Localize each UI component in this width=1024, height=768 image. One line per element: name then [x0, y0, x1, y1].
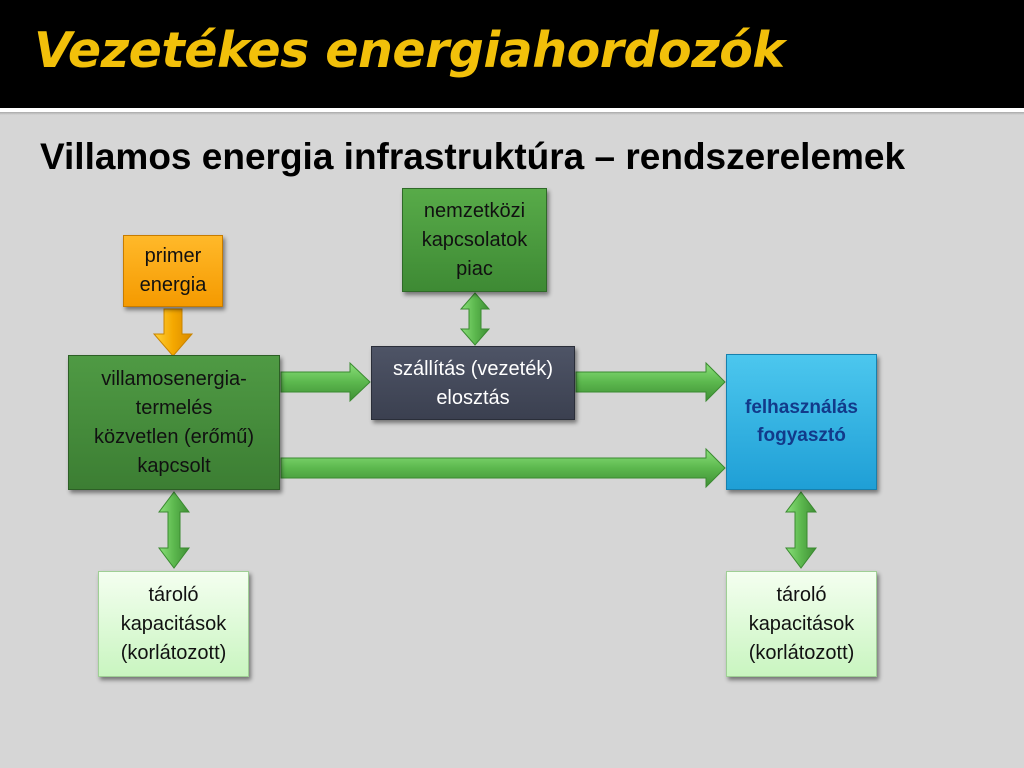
node-consumer: felhasználás fogyasztó	[726, 354, 877, 490]
arrow-consumer-storage	[785, 491, 817, 569]
node-power-generation: villamosenergia- termelés közvetlen (erő…	[68, 355, 280, 490]
arrow-generation-to-transport	[280, 361, 371, 403]
arrow-primer-to-generation	[152, 308, 194, 357]
title-divider	[0, 108, 1024, 112]
node-storage-right-label: tároló kapacitások (korlátozott)	[748, 583, 855, 664]
title-divider-shadow	[0, 112, 1024, 115]
node-primer-energy: primer energia	[123, 235, 223, 307]
slide-title: Vezetékes energiahordozók	[34, 22, 785, 79]
node-primer-energy-label: primer energia	[139, 245, 207, 296]
node-consumer-label: felhasználás fogyasztó	[745, 397, 858, 446]
arrow-generation-storage	[158, 491, 190, 569]
node-storage-right: tároló kapacitások (korlátozott)	[726, 571, 877, 677]
node-transport-distribution: szállítás (vezeték) elosztás	[371, 346, 575, 420]
arrow-generation-to-consumer	[280, 447, 726, 489]
node-international-market: nemzetközi kapcsolatok piac	[402, 188, 547, 292]
node-storage-left-label: tároló kapacitások (korlátozott)	[120, 583, 227, 664]
node-storage-left: tároló kapacitások (korlátozott)	[98, 571, 249, 677]
title-bar	[0, 0, 1024, 108]
arrow-transport-to-consumer	[575, 361, 726, 403]
node-power-generation-label: villamosenergia- termelés közvetlen (erő…	[93, 367, 255, 477]
node-international-market-label: nemzetközi kapcsolatok piac	[421, 199, 528, 280]
node-transport-distribution-label: szállítás (vezeték) elosztás	[392, 358, 554, 409]
arrow-international-transport	[459, 292, 491, 346]
slide-subtitle: Villamos energia infrastruktúra – rendsz…	[40, 136, 906, 177]
